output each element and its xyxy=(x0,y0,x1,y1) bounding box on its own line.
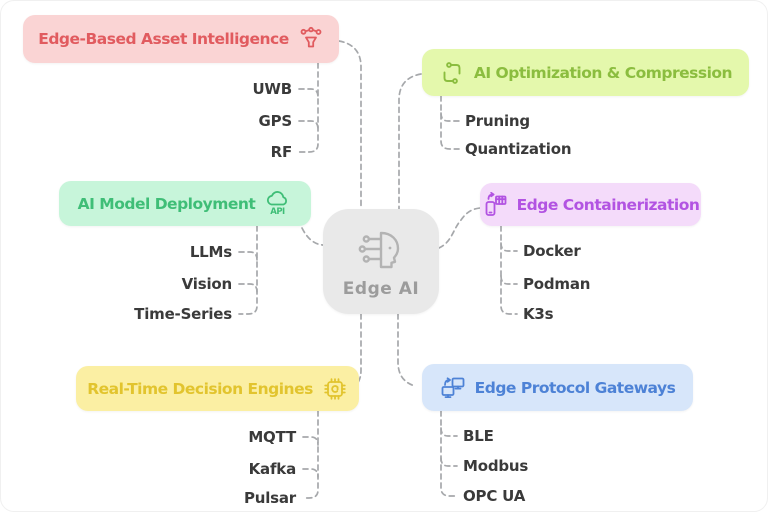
leaf-vision[interactable]: Vision xyxy=(181,275,233,293)
leaf-k3s[interactable]: K3s xyxy=(523,305,554,323)
leaf-gps[interactable]: GPS xyxy=(258,112,292,130)
leaf-opc-ua[interactable]: OPC UA xyxy=(463,487,526,505)
branch-label-containerization: Edge Containerization xyxy=(516,195,700,214)
link-asset-uwb xyxy=(298,88,319,98)
link-optimization-children-spine xyxy=(440,95,460,150)
branch-label-model-deployment: AI Model Deployment xyxy=(77,194,256,213)
center-label: Edge AI xyxy=(342,278,420,299)
branch-node-optimization[interactable]: AI Optimization & Compression xyxy=(422,49,749,96)
link-center-asset-intelligence xyxy=(338,40,362,210)
center-node-edge-ai[interactable]: Edge AI xyxy=(323,209,439,314)
link-optimization-pruning xyxy=(440,112,460,122)
leaf-rf[interactable]: RF xyxy=(270,143,293,161)
link-center-protocol-gateways xyxy=(397,313,416,387)
link-containerization-docker xyxy=(500,242,518,252)
leaf-llms[interactable]: LLMs xyxy=(189,243,232,261)
compress-arrows-icon xyxy=(443,61,461,84)
leaf-modbus[interactable]: Modbus xyxy=(463,457,529,475)
link-gateways-ble xyxy=(440,427,458,437)
leaf-ble[interactable]: BLE xyxy=(463,427,494,445)
branch-node-asset-intelligence[interactable]: Edge-Based Asset Intelligence xyxy=(23,15,339,63)
link-containerization-children-spine xyxy=(500,225,518,315)
branch-label-protocol-gateways: Edge Protocol Gateways xyxy=(474,378,676,397)
branch-node-model-deployment[interactable]: AI Model Deployment API xyxy=(59,181,311,226)
branch-node-protocol-gateways[interactable]: Edge Protocol Gateways xyxy=(422,364,693,411)
link-deployment-llms xyxy=(238,251,258,261)
branch-label-asset-intelligence: Edge-Based Asset Intelligence xyxy=(38,30,289,48)
leaf-docker[interactable]: Docker xyxy=(523,242,581,260)
link-decision-kafka xyxy=(302,468,319,478)
branch-label-decision-engines: Real-Time Decision Engines xyxy=(87,379,313,398)
leaf-time-series[interactable]: Time-Series xyxy=(134,305,232,323)
link-decision-children-spine xyxy=(302,410,319,499)
link-center-optimization xyxy=(398,73,422,210)
cloud-api-icon: API xyxy=(267,190,288,217)
leaf-kafka[interactable]: Kafka xyxy=(248,460,297,478)
link-asset-gps xyxy=(298,120,319,130)
link-deployment-vision xyxy=(238,283,258,293)
device-sync-icon xyxy=(485,191,506,216)
leaf-mqtt[interactable]: MQTT xyxy=(248,428,296,446)
chip-icon xyxy=(324,377,346,400)
link-gateways-modbus xyxy=(440,457,458,467)
branch-label-optimization: AI Optimization & Compression xyxy=(473,63,733,82)
link-deployment-children-spine xyxy=(238,225,258,315)
leaf-podman[interactable]: Podman xyxy=(523,275,591,293)
leaf-pulsar[interactable]: Pulsar xyxy=(243,489,296,507)
ai-head-circuit-icon xyxy=(358,231,400,268)
node-funnel-icon xyxy=(300,26,322,48)
leaf-uwb[interactable]: UWB xyxy=(252,80,292,98)
link-center-containerization xyxy=(438,207,481,249)
monitors-sync-icon xyxy=(441,376,465,398)
link-decision-mqtt xyxy=(302,436,319,446)
link-center-model-deployment xyxy=(301,227,324,246)
link-asset-children-spine xyxy=(298,62,319,153)
link-containerization-podman xyxy=(500,275,518,285)
branch-node-decision-engines[interactable]: Real-Time Decision Engines xyxy=(76,366,359,411)
api-icon-text: API xyxy=(271,207,286,217)
leaf-quantization[interactable]: Quantization xyxy=(465,140,572,158)
link-gateways-children-spine xyxy=(440,410,458,497)
branch-node-containerization[interactable]: Edge Containerization xyxy=(480,183,701,226)
leaf-pruning[interactable]: Pruning xyxy=(465,112,530,130)
